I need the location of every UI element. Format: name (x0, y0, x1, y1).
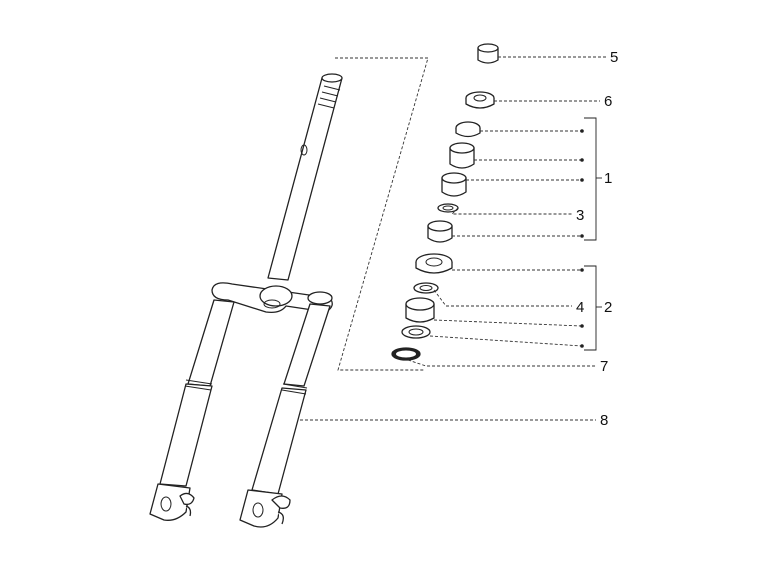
leader-3 (450, 207, 572, 215)
tube-hole (300, 144, 308, 156)
dot-1a (580, 129, 584, 133)
front-fork (149, 73, 343, 528)
right-clamp-bolt (271, 495, 291, 525)
left-seal (184, 379, 213, 391)
right-axle-clamp (239, 489, 283, 528)
part-3-bearing (437, 203, 459, 213)
left-axle-hole (160, 496, 172, 512)
bottom-ring-inner (396, 350, 416, 358)
dot-1c (580, 178, 584, 182)
part-7-seal (401, 325, 431, 339)
part-6-bore (473, 94, 487, 102)
part-5-cap-top (477, 43, 499, 53)
callout-7: 7 (600, 358, 608, 375)
bracket-1 (584, 117, 597, 241)
part-4-bearing-inner (419, 285, 433, 291)
tube-thread (317, 85, 341, 109)
assembly-frame (335, 57, 429, 371)
steering-tube (267, 77, 343, 281)
left-slider (159, 383, 213, 487)
part-3-bearing-inner (442, 205, 454, 211)
steering-parts (391, 43, 499, 361)
leader-7 (407, 359, 596, 367)
dot-1d (580, 234, 584, 238)
part-4-bearing (413, 282, 439, 294)
left-clamp-bolt (179, 492, 195, 517)
callout-4: 4 (576, 299, 584, 316)
callout-1: 1 (604, 170, 612, 187)
dot-2b (580, 324, 584, 328)
part-2-dust-cover-side (415, 262, 453, 274)
leader-4 (433, 289, 572, 307)
leader-2b (433, 319, 583, 327)
part-6-ring-nut-side (465, 98, 495, 109)
part-1-upper-cup-top (449, 142, 475, 154)
callout-3: 3 (576, 207, 584, 224)
part-2-dust-cover-bore (425, 257, 443, 267)
part-1-upper-race-top (441, 172, 467, 184)
right-leg-cap (307, 291, 333, 305)
right-slider (251, 387, 307, 495)
right-axle-hole (252, 502, 264, 518)
dot-2a (580, 268, 584, 272)
dot-1b (580, 158, 584, 162)
callout-6: 6 (604, 93, 612, 110)
bracket-2 (584, 265, 597, 351)
part-1-lower-cup-top (427, 220, 453, 232)
leader-lines (300, 56, 606, 421)
dot-2c (580, 344, 584, 348)
right-stanchion (283, 303, 331, 387)
right-seal (281, 383, 308, 395)
part-1-lock-washer-side (455, 128, 481, 138)
steering-tube-top (321, 73, 343, 83)
callout-5: 5 (610, 49, 618, 66)
part-2-lower-race-top (405, 297, 435, 311)
callout-8: 8 (600, 412, 608, 429)
callout-2: 2 (604, 299, 612, 316)
leader-2c (429, 335, 583, 347)
callout-labels: 5 6 1 3 4 2 7 8 (576, 49, 618, 429)
crown-bore (263, 299, 281, 309)
left-stanchion (187, 299, 235, 387)
left-axle-clamp (149, 483, 191, 521)
part-7-seal-inner (408, 328, 424, 336)
